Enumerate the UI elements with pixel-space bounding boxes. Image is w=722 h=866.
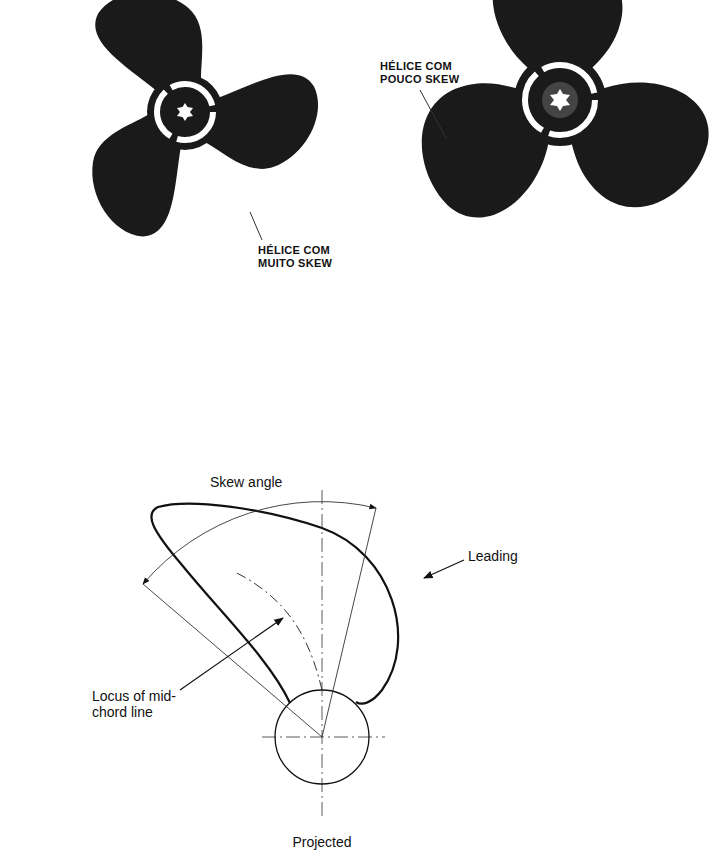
high-skew-propeller bbox=[68, 0, 326, 249]
hub-ring bbox=[525, 65, 595, 135]
propeller-label: HÉLICE COM MUITO SKEW bbox=[258, 244, 338, 269]
blade-outline bbox=[151, 504, 398, 704]
mid-chord-locus bbox=[235, 572, 322, 690]
projected-blade-drawing bbox=[143, 490, 464, 820]
propeller-label: HÉLICE COM POUCO SKEW bbox=[380, 60, 460, 85]
dimension-label: Skew angle bbox=[210, 474, 320, 490]
low-skew-propeller bbox=[396, 0, 722, 235]
hub-ring bbox=[157, 84, 213, 140]
part-label: Locus of mid-chord line bbox=[92, 688, 192, 720]
leader-line bbox=[250, 212, 262, 240]
part-label: Leading bbox=[468, 548, 558, 564]
propeller-hub bbox=[147, 74, 223, 150]
leader-line bbox=[420, 90, 446, 138]
center-line bbox=[322, 490, 323, 820]
skew-reference-line bbox=[143, 584, 322, 737]
skew-angle-arc bbox=[143, 502, 376, 584]
leader-arrow bbox=[180, 618, 283, 690]
propeller-hub bbox=[514, 54, 606, 146]
spline-hole bbox=[177, 103, 193, 121]
view-label: Projected bbox=[272, 834, 372, 850]
leader-arrow bbox=[424, 560, 464, 578]
center-line bbox=[262, 737, 385, 738]
spline-hole bbox=[550, 89, 570, 111]
skew-reference-line bbox=[322, 508, 376, 737]
hub-center bbox=[542, 82, 578, 118]
